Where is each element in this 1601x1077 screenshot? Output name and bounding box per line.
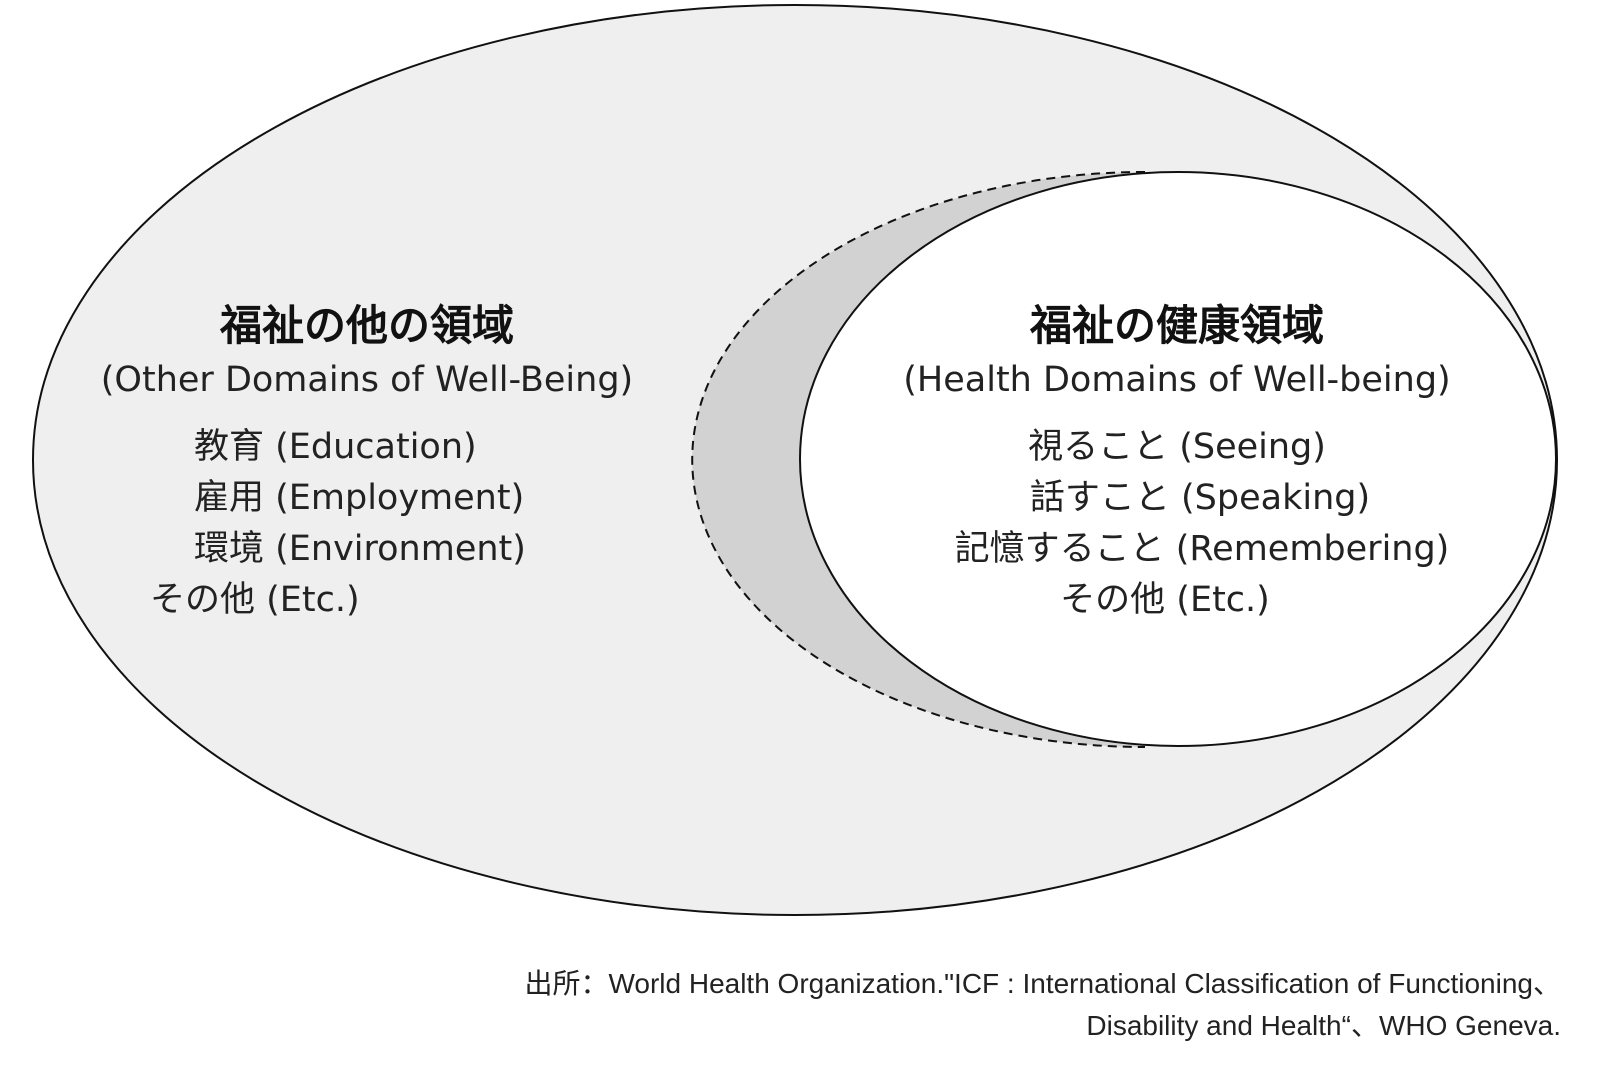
health-subtitle: (Health Domains of Well-being): [903, 360, 1450, 400]
health-title: 福祉の健康領域: [1029, 301, 1324, 350]
other-title: 福祉の他の領域: [219, 301, 514, 350]
source-line-1: 出所：World Health Organization."ICF : Inte…: [524, 968, 1561, 999]
health-item: 記憶すること (Remembering): [955, 529, 1450, 569]
other-item: 教育 (Education): [194, 427, 477, 467]
health-item: 話すこと (Speaking): [1030, 478, 1370, 518]
health-item: その他 (Etc.): [1060, 580, 1270, 620]
other-item: 雇用 (Employment): [194, 478, 524, 518]
health-item: 視ること (Seeing): [1028, 427, 1326, 467]
source-line-2: Disability and Health“、WHO Geneva.: [1086, 1010, 1561, 1041]
other-item: 環境 (Environment): [194, 529, 526, 569]
health-ellipse: [799, 171, 1557, 747]
other-item: その他 (Etc.): [150, 580, 360, 620]
dashed-boundary: [691, 171, 1146, 748]
other-subtitle: (Other Domains of Well-Being): [101, 360, 633, 400]
